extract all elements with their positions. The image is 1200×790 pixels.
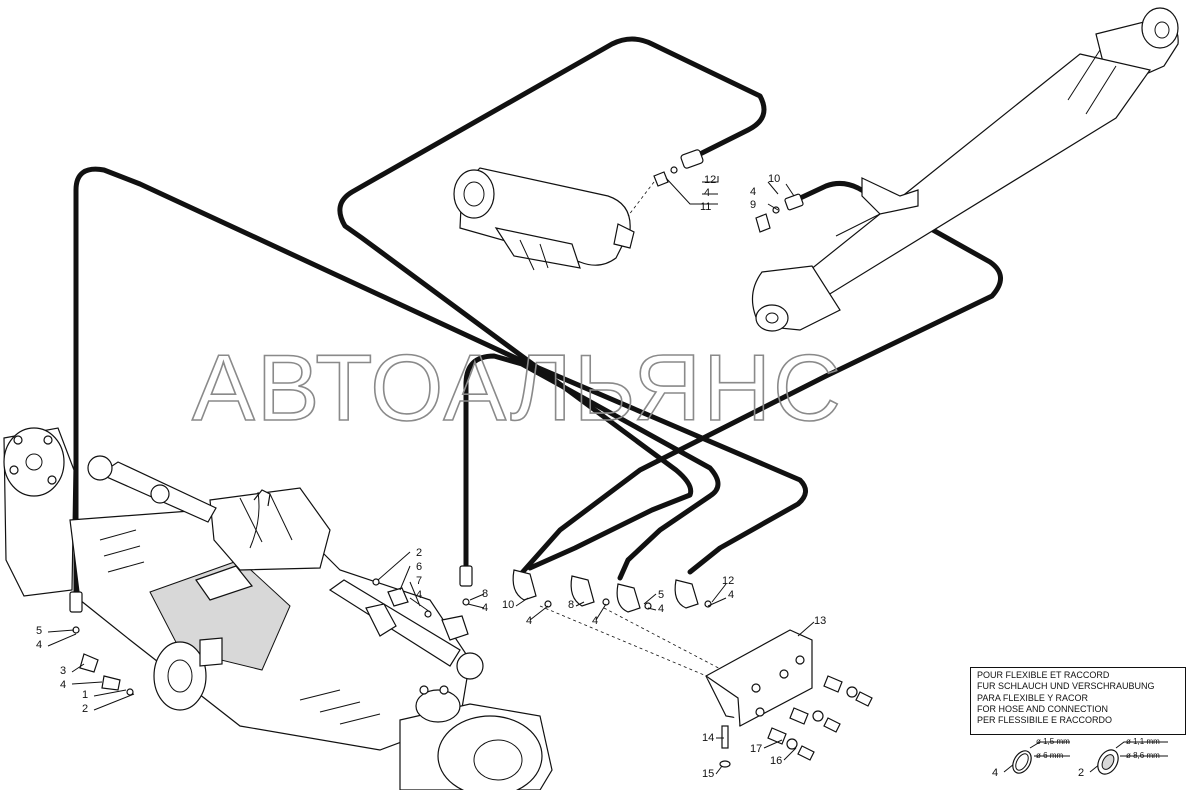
callout-leaders [47, 176, 1101, 775]
legend-box: POUR FLEXIBLE ET RACCORD FUR SCHLAUCH UN… [970, 667, 1186, 735]
seal-callout-2: 2 [1078, 767, 1084, 779]
legend-line-en: FOR HOSE AND CONNECTION [977, 703, 1109, 714]
callout-7: 7 [416, 575, 422, 587]
seal-callout-4: 4 [992, 767, 998, 779]
callout-4-right: 4 [750, 186, 756, 198]
callout-labels: 12 4 11 10 4 9 2 6 7 4 8 4 5 4 3 4 1 2 1… [36, 173, 826, 780]
legend-line-fr: POUR FLEXIBLE ET RACCORD [977, 670, 1110, 680]
callout-4-bottom1: 4 [526, 615, 532, 627]
hose-top-loop [337, 36, 767, 571]
legend-line-it: PER FLESSIBILE E RACCORDO [977, 715, 1113, 726]
fittings [69, 149, 873, 768]
callout-4-a: 4 [482, 602, 488, 614]
seal4-dim1: ø 1,5 mm [1036, 737, 1070, 746]
seal4-dim2: ø 6 mm [1036, 751, 1063, 760]
callout-4-bottom3: 4 [658, 603, 664, 615]
watermark-text: АВТОАЛЬЯНС [192, 335, 843, 440]
callout-3: 3 [60, 665, 66, 677]
callout-15: 15 [702, 768, 714, 780]
callout-5-left: 5 [36, 625, 42, 637]
callout-8-a: 8 [482, 588, 488, 600]
o-ring-icon [1012, 750, 1032, 774]
hose-middle [463, 353, 721, 581]
callout-4-left: 4 [36, 639, 42, 651]
callout-17: 17 [750, 743, 762, 755]
callout-11: 11 [700, 201, 711, 213]
seal2-dim1: ø 1,1 mm [1126, 737, 1160, 746]
callout-10-bottom: 10 [502, 599, 514, 611]
callout-8-bottom: 8 [568, 599, 574, 611]
callout-13: 13 [814, 615, 826, 627]
callout-6: 6 [416, 561, 422, 573]
callout-12-bottom: 12 [722, 575, 734, 587]
seal2-dim2: ø 8,6 mm [1126, 751, 1160, 760]
callout-4-mid: 4 [416, 589, 422, 601]
callout-4-left2: 4 [60, 679, 66, 691]
callout-14: 14 [702, 732, 714, 744]
callout-10-right: 10 [768, 173, 780, 185]
callout-2-left: 2 [82, 703, 88, 715]
callout-4-top: 4 [704, 187, 710, 199]
hose-left-long [73, 166, 808, 597]
callout-9: 9 [750, 199, 756, 211]
seal-details: 4 ø 1,5 mm ø 6 mm 2 ø 1,1 mm ø 8,6 mm [992, 737, 1168, 779]
front-axle-assembly [3, 427, 553, 790]
callout-12-top: 12 [704, 174, 716, 186]
hydraulic-hoses [73, 36, 1003, 597]
callout-5-bottom: 5 [658, 589, 664, 601]
steering-cylinder-left [453, 167, 635, 271]
callout-1: 1 [82, 689, 88, 701]
callout-4-bottom2: 4 [592, 615, 598, 627]
legend-line-de: FUR SCHLAUCH UND VERSCHRAUBUNG [977, 681, 1155, 692]
callout-16: 16 [770, 755, 782, 767]
hose-right-loop [517, 180, 1003, 578]
steering-cylinder-right [751, 7, 1179, 332]
legend-line-es: PARA FLEXIBLE Y RACOR [977, 692, 1089, 703]
callout-2-mid: 2 [416, 547, 422, 559]
callout-4-bottom4: 4 [728, 589, 734, 601]
